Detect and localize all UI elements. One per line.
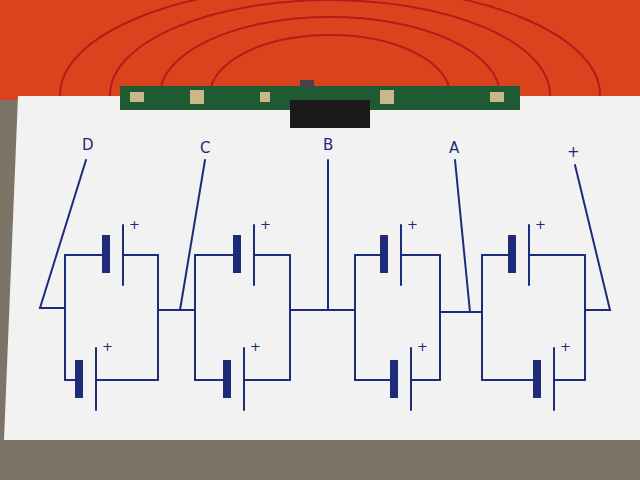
battery-wiring bbox=[40, 160, 610, 410]
terminal-label: + bbox=[567, 145, 580, 160]
polarity-mark: + bbox=[535, 218, 546, 231]
polarity-mark: + bbox=[260, 218, 271, 231]
terminal-label: A bbox=[449, 141, 459, 156]
terminal-label: D bbox=[82, 138, 94, 153]
polarity-mark: + bbox=[129, 218, 140, 231]
polarity-mark: + bbox=[560, 340, 571, 353]
cloth bbox=[0, 0, 640, 100]
polarity-mark: + bbox=[417, 340, 428, 353]
battery-plates bbox=[75, 235, 541, 398]
terminal-label: C bbox=[200, 141, 210, 156]
paper bbox=[4, 96, 640, 440]
circuit-board bbox=[120, 80, 520, 128]
terminal-label: B bbox=[323, 138, 333, 153]
polarity-mark: + bbox=[250, 340, 261, 353]
polarity-mark: + bbox=[407, 218, 418, 231]
polarity-mark: + bbox=[102, 340, 113, 353]
